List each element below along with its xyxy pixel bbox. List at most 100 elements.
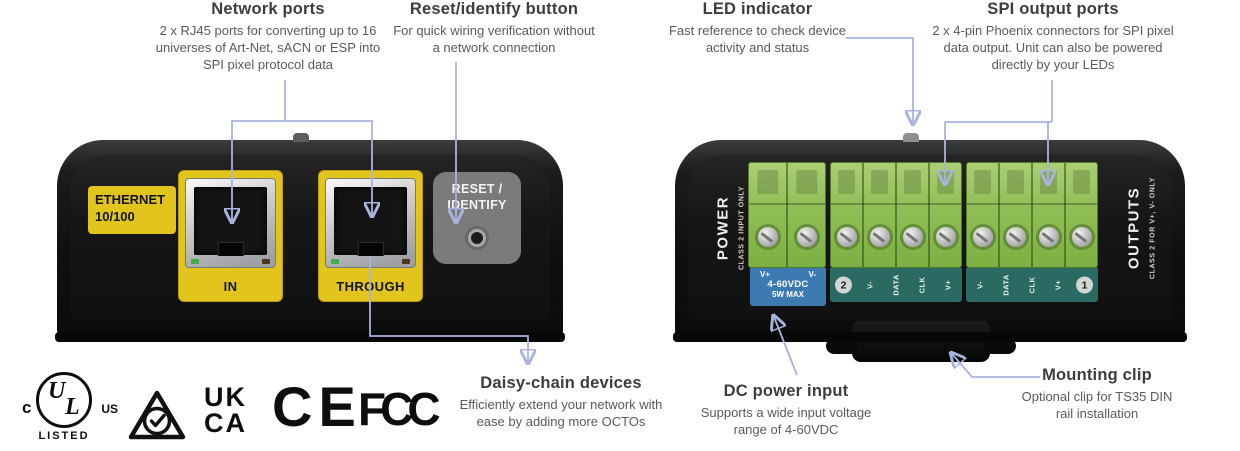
pin-label: V+ (1053, 279, 1063, 291)
spi-output-2-block (830, 162, 962, 268)
terminal-screw-icon (796, 227, 817, 247)
mounting-clip (826, 320, 1016, 362)
terminal-pin (897, 163, 930, 267)
port-led-amber-icon (402, 259, 410, 264)
callout-led-indicator: LED indicator Fast reference to check de… (660, 0, 855, 56)
reset-identify-text: RESET / IDENTIFY (433, 172, 521, 214)
ethernet-label-line1: ETHERNET (95, 192, 166, 207)
reset-text-line1: RESET / (451, 182, 503, 196)
callout-body: 2 x 4-pin Phoenix connectors for SPI pix… (932, 23, 1174, 73)
pin-label: V- (975, 281, 985, 289)
ul-c-prefix: c (22, 398, 32, 417)
ethernet-speed-label: ETHERNET 10/100 (88, 186, 176, 234)
output-1-number: 1 (1076, 276, 1093, 294)
ukca-line1: UK (204, 382, 247, 412)
pin-label: DATA (891, 274, 901, 296)
rj45-notch-icon (357, 242, 384, 256)
terminal-pin (864, 163, 897, 267)
pin-label: V+ (943, 279, 953, 291)
pin-label: V- (865, 281, 875, 289)
spi-output-1-block (966, 162, 1098, 268)
terminal-screw-icon (869, 227, 890, 247)
reset-identify-panel: RESET / IDENTIFY (433, 172, 521, 264)
callout-network-ports: Network ports 2 x RJ45 ports for convert… (148, 0, 388, 73)
led-indicator-arrow (846, 37, 913, 123)
port-led-amber-icon (262, 259, 270, 264)
status-led (903, 133, 919, 142)
ul-listed-text: LISTED (38, 430, 90, 442)
output-2-pin-labels: 2 V- DATA CLK V+ (830, 268, 962, 302)
rj45-bezel-in (185, 178, 276, 268)
callout-title: Network ports (211, 0, 325, 18)
terminal-pin (930, 163, 961, 267)
terminal-screw-icon (1005, 227, 1026, 247)
callout-title: Reset/identify button (409, 0, 579, 18)
dc-max-power: 5W MAX (772, 290, 804, 299)
ukca-line2: CA (204, 408, 247, 438)
terminal-screw-icon (972, 227, 993, 247)
port-led-green-icon (331, 259, 339, 264)
rj45-port-through: THROUGH (318, 170, 423, 302)
rj45-notch-icon (217, 242, 244, 256)
device-front-view: ETHERNET 10/100 IN THROUGH (55, 133, 565, 342)
port-in-label: IN (223, 279, 238, 294)
terminal-pin (1000, 163, 1033, 267)
terminal-screw-icon (836, 227, 857, 247)
ce-mark: CE (272, 375, 362, 438)
ul-listed-mark: c U L US LISTED (22, 372, 118, 448)
terminal-pin (788, 163, 825, 267)
terminal-pin (1033, 163, 1066, 267)
rcm-mark (126, 388, 188, 449)
callout-body: 2 x RJ45 ports for converting up to 16 u… (155, 23, 381, 73)
output-2-number: 2 (835, 276, 852, 294)
ul-us-suffix: US (101, 402, 118, 416)
pin-label: CLK (1027, 276, 1037, 294)
terminal-screw-icon (935, 227, 956, 247)
reset-text-line2: IDENTIFY (447, 198, 507, 213)
rj45-bezel-through (325, 178, 416, 268)
callout-body: Supports a wide input voltage range of 4… (700, 405, 872, 438)
power-label: POWER (714, 195, 732, 261)
dc-pin-minus: V- (808, 270, 816, 279)
rj45-port-in: IN (178, 170, 283, 302)
terminal-screw-icon (1071, 227, 1092, 247)
ethernet-label-line2: 10/100 (95, 208, 135, 224)
outputs-class-label: CLASS 2 FOR V+, V- ONLY (1149, 176, 1157, 280)
pin-label: DATA (1001, 274, 1011, 296)
callout-body: For quick wiring verification without a … (393, 23, 595, 56)
terminal-screw-icon (902, 227, 923, 247)
front-top-nub (293, 133, 309, 142)
rcm-triangle-check-icon (128, 390, 186, 440)
port-led-green-icon (191, 259, 199, 264)
terminal-pin (749, 163, 788, 267)
callout-title: LED indicator (702, 0, 813, 18)
callout-title: SPI output ports (987, 0, 1119, 18)
callout-reset-identify: Reset/identify button For quick wiring v… (388, 0, 600, 56)
terminal-pin (967, 163, 1000, 267)
dc-pin-row: V+ V- (750, 270, 826, 279)
pin-label: CLK (917, 276, 927, 294)
callout-title: Mounting clip (1042, 366, 1152, 384)
callout-mounting-clip: Mounting clip Optional clip for TS35 DIN… (1018, 366, 1176, 422)
callout-daisy-chain: Daisy-chain devices Efficiently extend y… (452, 374, 670, 430)
ul-letter-u: U (48, 378, 66, 404)
callout-body: Optional clip for TS35 DIN rail installa… (1021, 389, 1173, 422)
rj45-socket-through (334, 187, 407, 256)
callout-dc-power: DC power input Supports a wide input vol… (692, 382, 880, 438)
terminal-pin (831, 163, 864, 267)
power-class-label: CLASS 2 INPUT ONLY (738, 185, 746, 271)
output-1-pin-labels: V- DATA CLK V+ 1 (966, 268, 1098, 302)
dc-pin-plus: V+ (760, 270, 771, 279)
device-rear-view: POWER CLASS 2 INPUT ONLY OUTPUTS CLASS 2… (673, 133, 1187, 362)
terminal-screw-icon (757, 227, 778, 247)
callout-spi-output-ports: SPI output ports 2 x 4-pin Phoenix conne… (928, 0, 1178, 73)
ukca-mark: UK CA (204, 382, 247, 438)
dc-voltage-range: 4-60VDC (767, 279, 809, 290)
callout-title: DC power input (723, 382, 849, 400)
port-through-label: THROUGH (336, 279, 405, 294)
terminal-pin (1066, 163, 1097, 267)
ul-circle-icon: U L (36, 372, 92, 428)
terminal-screw-icon (1038, 227, 1059, 247)
rj45-socket-in (194, 187, 267, 256)
